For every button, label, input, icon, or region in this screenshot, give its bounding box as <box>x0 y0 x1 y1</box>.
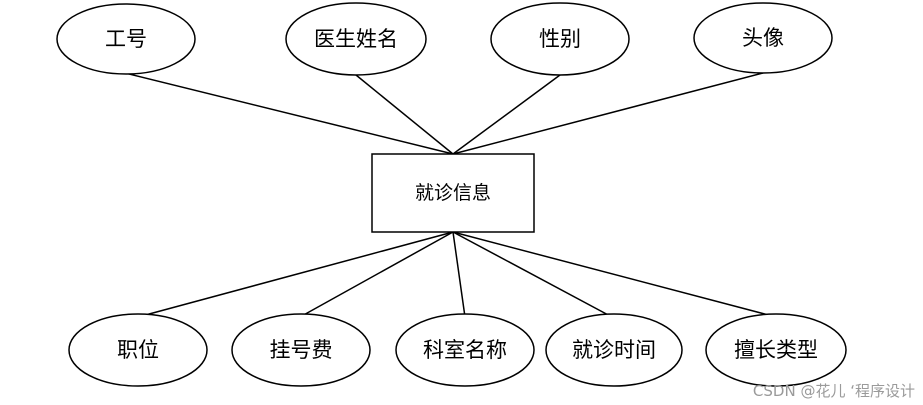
attribute-label-emp-id: 工号 <box>105 27 147 51</box>
attribute-doctor-name: 医生姓名 <box>285 2 427 76</box>
connector-line-emp-id <box>124 72 454 155</box>
attribute-label-specialty-type: 擅长类型 <box>734 338 818 362</box>
attribute-label-visit-time: 就诊时间 <box>572 338 656 362</box>
attribute-label-gender: 性别 <box>539 27 581 51</box>
connector-line-department-name <box>452 231 466 318</box>
attribute-position: 职位 <box>68 313 208 387</box>
attribute-label-doctor-name: 医生姓名 <box>314 27 398 51</box>
entity-visit-info: 就诊信息 <box>371 153 535 233</box>
attribute-label-avatar: 头像 <box>742 26 784 50</box>
watermark-text: CSDN @花儿 ‘程序设计 <box>752 382 915 400</box>
attribute-gender: 性别 <box>490 2 630 76</box>
attribute-department-name: 科室名称 <box>395 313 535 387</box>
attribute-label-department-name: 科室名称 <box>423 338 507 362</box>
connector-line-gender <box>452 74 561 155</box>
attribute-label-position: 职位 <box>117 338 159 362</box>
attribute-avatar: 头像 <box>693 2 833 74</box>
connector-line-specialty-type <box>452 231 777 318</box>
connector-line-visit-time <box>452 231 613 318</box>
connector-line-doctor-name <box>355 74 454 155</box>
connector-line-avatar <box>452 72 764 155</box>
attribute-registration-fee: 挂号费 <box>231 313 371 387</box>
entity-label: 就诊信息 <box>415 182 491 204</box>
attribute-label-registration-fee: 挂号费 <box>270 338 333 362</box>
attribute-visit-time: 就诊时间 <box>545 313 683 387</box>
attribute-specialty-type: 擅长类型 <box>705 313 847 387</box>
attribute-emp-id: 工号 <box>56 3 196 75</box>
connector-line-registration-fee <box>299 231 454 318</box>
connector-lines <box>124 72 777 318</box>
connector-line-position <box>137 231 454 318</box>
